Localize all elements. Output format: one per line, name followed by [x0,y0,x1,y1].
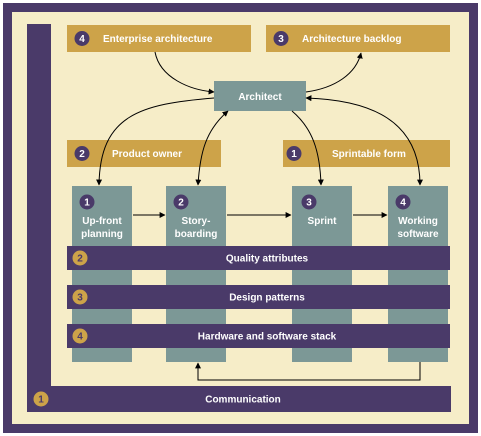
enterprise-architecture-box: 4 Enterprise architecture [67,25,251,52]
architecture-backlog-label: Architecture backlog [302,34,401,45]
badge [301,194,317,210]
architect-box: Architect [214,81,306,111]
badge-number: 1 [38,395,44,406]
enterprise-architecture-label: Enterprise architecture [103,34,213,45]
badge [74,31,90,46]
badge-number: 2 [178,198,184,209]
badge-number: 1 [84,198,90,209]
product-owner-label: Product owner [112,149,182,160]
badge-number: 3 [306,198,312,209]
step-label-line1: Sprint [308,216,338,227]
badge-number: 4 [400,198,406,209]
step-up-front-planning: 1 Up-front planning [79,194,123,240]
badge [79,194,95,210]
sprintable-form-box: 1 Sprintable form [283,140,450,167]
badge [72,250,88,266]
design-patterns-label: Design patterns [229,293,305,304]
badge-number: 1 [291,149,297,160]
badge [395,194,411,210]
communication-label: Communication [205,395,281,406]
badge-number: 3 [77,293,83,304]
badge-number: 2 [79,149,85,160]
communication-bar: 1 Communication [27,386,451,412]
step-label-line1: Up-front [82,216,122,227]
communication-vertical-bar [27,24,51,386]
arrow-working-software-to-architect [305,95,423,186]
arrow-enterprise-to-architect [154,51,215,95]
badge [33,391,49,407]
badge-number: 3 [278,34,284,45]
badge-number: 4 [77,332,83,343]
badge [173,194,189,210]
arrow-architect-to-up-front-planning [96,97,215,186]
badge-number: 2 [77,254,83,265]
badge [72,289,88,305]
hardware-software-stack-band: 4 Hardware and software stack [67,324,450,348]
arrow-architect-to-backlog [305,52,363,93]
product-owner-box: 2 Product owner [67,140,221,167]
architect-label: Architect [238,92,282,103]
sprintable-form-label: Sprintable form [332,149,406,160]
quality-attributes-band: 2 Quality attributes [67,246,450,270]
step-label-line2: software [397,229,439,240]
badge-number: 4 [79,34,85,45]
step-label-line1: Working [398,216,438,227]
step-label-line2: planning [81,229,123,240]
step-storyboarding: 2 Story- boarding [173,194,218,240]
quality-attributes-label: Quality attributes [226,254,309,265]
badge [74,146,90,161]
step-sprint: 3 Sprint [301,194,338,227]
step-label-line2: boarding [175,229,218,240]
badge [286,146,302,161]
step-label-line1: Story- [182,216,211,227]
arrow-feedback-loop [195,362,421,381]
step-working-software: 4 Working software [395,194,439,240]
hardware-software-stack-label: Hardware and software stack [198,332,337,343]
design-patterns-band: 3 Design patterns [67,285,450,309]
badge [72,328,88,344]
architecture-backlog-box: 3 Architecture backlog [266,25,450,52]
arrow-architect-storyboarding [195,110,229,186]
connectors [96,51,423,381]
badge [273,31,289,46]
